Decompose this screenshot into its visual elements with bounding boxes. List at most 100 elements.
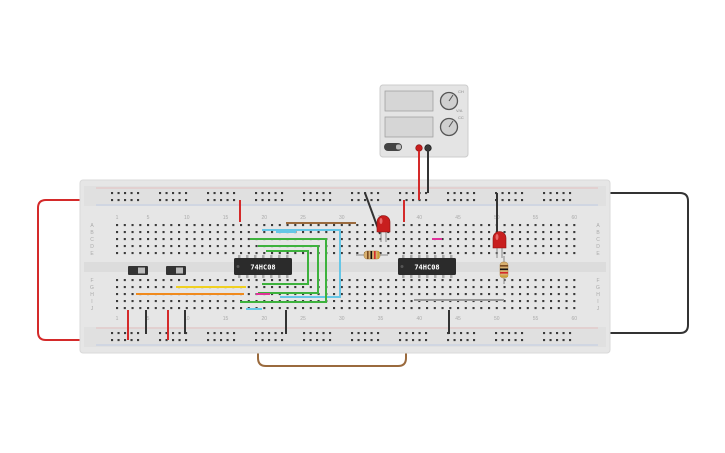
breadboard-hole[interactable] (425, 332, 428, 335)
breadboard-hole[interactable] (371, 231, 374, 234)
breadboard-hole[interactable] (263, 231, 266, 234)
breadboard-hole[interactable] (379, 286, 382, 289)
breadboard-hole[interactable] (565, 293, 568, 296)
breadboard-hole[interactable] (503, 279, 506, 282)
breadboard-hole[interactable] (542, 293, 545, 296)
breadboard-hole[interactable] (371, 238, 374, 241)
breadboard-hole[interactable] (309, 199, 312, 202)
breadboard-hole[interactable] (453, 339, 456, 342)
breadboard-hole[interactable] (268, 332, 271, 335)
breadboard-hole[interactable] (480, 293, 483, 296)
breadboard-hole[interactable] (521, 332, 524, 335)
breadboard-hole[interactable] (453, 332, 456, 335)
breadboard-hole[interactable] (418, 332, 421, 335)
breadboard-hole[interactable] (542, 238, 545, 241)
breadboard-hole[interactable] (480, 231, 483, 234)
breadboard-hole[interactable] (170, 245, 173, 248)
breadboard-hole[interactable] (247, 293, 250, 296)
breadboard-hole[interactable] (480, 252, 483, 255)
breadboard-hole[interactable] (271, 293, 274, 296)
breadboard-hole[interactable] (185, 238, 188, 241)
breadboard-hole[interactable] (433, 224, 436, 227)
breadboard-hole[interactable] (565, 231, 568, 234)
breadboard-hole[interactable] (457, 224, 460, 227)
breadboard-hole[interactable] (364, 307, 367, 310)
breadboard-hole[interactable] (449, 224, 452, 227)
breadboard-hole[interactable] (395, 238, 398, 241)
breadboard-hole[interactable] (278, 279, 281, 282)
breadboard-hole[interactable] (425, 192, 428, 195)
breadboard-hole[interactable] (562, 332, 565, 335)
breadboard-hole[interactable] (534, 307, 537, 310)
breadboard-hole[interactable] (488, 224, 491, 227)
breadboard-hole[interactable] (255, 245, 258, 248)
breadboard-hole[interactable] (170, 224, 173, 227)
breadboard-hole[interactable] (562, 192, 565, 195)
breadboard-hole[interactable] (185, 231, 188, 234)
breadboard-hole[interactable] (348, 252, 351, 255)
breadboard-hole[interactable] (556, 339, 559, 342)
breadboard-hole[interactable] (117, 199, 120, 202)
breadboard-hole[interactable] (371, 224, 374, 227)
breadboard-hole[interactable] (131, 307, 134, 310)
breadboard-hole[interactable] (159, 339, 162, 342)
breadboard-hole[interactable] (123, 238, 126, 241)
breadboard-hole[interactable] (387, 245, 390, 248)
breadboard-hole[interactable] (178, 307, 181, 310)
breadboard-hole[interactable] (255, 192, 258, 195)
breadboard-hole[interactable] (340, 231, 343, 234)
breadboard-hole[interactable] (116, 279, 119, 282)
breadboard-hole[interactable] (526, 307, 529, 310)
breadboard-hole[interactable] (508, 199, 511, 202)
breadboard-hole[interactable] (185, 245, 188, 248)
breadboard-hole[interactable] (322, 339, 325, 342)
chip-74hc08-right[interactable]: 74HC08 (398, 255, 456, 278)
breadboard-hole[interactable] (220, 332, 223, 335)
breadboard-hole[interactable] (154, 307, 157, 310)
breadboard-hole[interactable] (565, 279, 568, 282)
breadboard-hole[interactable] (508, 192, 511, 195)
breadboard-hole[interactable] (193, 307, 196, 310)
breadboard-hole[interactable] (447, 192, 450, 195)
breadboard-hole[interactable] (317, 293, 320, 296)
breadboard-hole[interactable] (170, 286, 173, 289)
breadboard-hole[interactable] (255, 339, 258, 342)
breadboard-hole[interactable] (480, 224, 483, 227)
breadboard-hole[interactable] (165, 199, 168, 202)
breadboard-hole[interactable] (402, 300, 405, 303)
breadboard-hole[interactable] (573, 286, 576, 289)
breadboard-hole[interactable] (178, 279, 181, 282)
breadboard-hole[interactable] (426, 231, 429, 234)
breadboard-hole[interactable] (317, 231, 320, 234)
breadboard-hole[interactable] (130, 192, 133, 195)
breadboard-hole[interactable] (449, 238, 452, 241)
breadboard-hole[interactable] (534, 231, 537, 234)
breadboard-hole[interactable] (460, 332, 463, 335)
breadboard-hole[interactable] (193, 224, 196, 227)
breadboard-hole[interactable] (472, 286, 475, 289)
breadboard-hole[interactable] (488, 279, 491, 282)
breadboard-hole[interactable] (543, 339, 546, 342)
breadboard-hole[interactable] (526, 293, 529, 296)
breadboard-hole[interactable] (457, 231, 460, 234)
breadboard-hole[interactable] (519, 286, 522, 289)
breadboard-hole[interactable] (274, 332, 277, 335)
breadboard-hole[interactable] (178, 300, 181, 303)
breadboard-hole[interactable] (519, 252, 522, 255)
breadboard-hole[interactable] (402, 231, 405, 234)
breadboard-hole[interactable] (317, 224, 320, 227)
breadboard-hole[interactable] (123, 245, 126, 248)
breadboard-hole[interactable] (286, 279, 289, 282)
breadboard-hole[interactable] (418, 293, 421, 296)
breadboard-hole[interactable] (348, 224, 351, 227)
breadboard-hole[interactable] (348, 238, 351, 241)
breadboard-hole[interactable] (426, 245, 429, 248)
breadboard-hole[interactable] (457, 300, 460, 303)
breadboard-hole[interactable] (333, 231, 336, 234)
breadboard-hole[interactable] (402, 224, 405, 227)
breadboard-hole[interactable] (139, 307, 142, 310)
breadboard-hole[interactable] (185, 192, 188, 195)
breadboard-hole[interactable] (557, 300, 560, 303)
breadboard-hole[interactable] (193, 279, 196, 282)
